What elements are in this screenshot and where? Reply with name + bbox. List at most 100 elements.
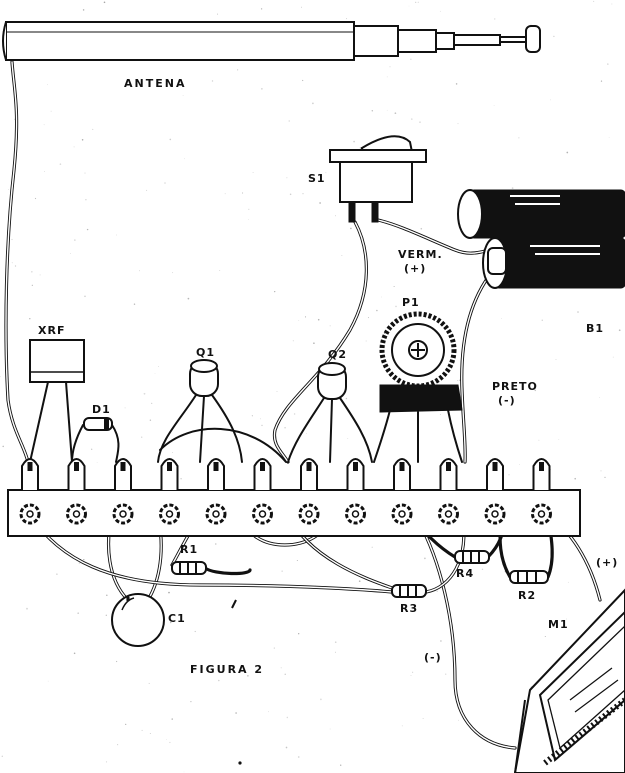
speckle-dot [389, 66, 391, 68]
speckle-dot [169, 138, 172, 141]
stray-mark [231, 599, 237, 609]
speckle-dot [334, 641, 337, 644]
speckle-dot [288, 120, 290, 122]
speckle-dot [494, 18, 496, 20]
speckle-dot [534, 389, 537, 392]
speckle-dot [261, 424, 263, 427]
speckle-dot [410, 675, 412, 677]
terminal-lug [300, 458, 318, 490]
speckle-dot [302, 79, 304, 82]
speckle-dot [171, 718, 173, 720]
speckle-dot [334, 215, 337, 217]
transistor-q1-label: Q1 [196, 346, 216, 359]
speckle-dot [381, 296, 382, 298]
speckle-dot [190, 700, 192, 703]
lug-slot [399, 462, 405, 471]
speckle-dot [31, 271, 33, 273]
speckle-dot [347, 438, 349, 439]
speckle-dot [116, 234, 117, 236]
speckle-dot [242, 192, 244, 194]
speckle-dot [211, 80, 214, 82]
figure-caption: FIGURA 2 [190, 663, 265, 676]
transistor-q1 [157, 359, 287, 463]
meter-m1 [513, 588, 625, 773]
resistor-r2-label: R2 [518, 589, 537, 602]
speckle-dot [422, 717, 424, 719]
speckle-dot [353, 140, 355, 143]
speckle-dot [293, 413, 296, 415]
speckle-dot [457, 123, 459, 125]
speckle-dot [567, 581, 569, 583]
speckle-dot [166, 739, 167, 740]
speckle-dot [251, 415, 253, 417]
speckle-dot [1, 755, 3, 757]
speckle-dot [577, 311, 579, 313]
terminal-lug [346, 458, 365, 490]
speckle-dot [600, 470, 602, 472]
speckle-dot [247, 675, 249, 677]
speckle-dot [334, 651, 336, 653]
eyelet-hole [72, 510, 81, 518]
speckle-dot [146, 189, 148, 191]
transistor-q2 [287, 362, 373, 463]
eyelet-hole [305, 510, 313, 518]
speckle-dot [359, 147, 362, 149]
speckle-dot [289, 193, 292, 196]
speckle-dot [367, 317, 369, 319]
speckle-dot [406, 301, 409, 304]
battery-red-sign: (+) [404, 262, 427, 275]
terminal-lug [21, 458, 39, 490]
speckle-dot [14, 265, 17, 267]
speckle-dot [455, 83, 458, 85]
speckle-dot [518, 464, 520, 465]
speckle-dot [70, 253, 71, 254]
resistor-r4-label: R4 [456, 567, 475, 580]
battery-black-label: PRETO [492, 380, 538, 393]
speckle-dot [412, 671, 414, 673]
speckle-dot [541, 319, 543, 321]
eyelet-hole [26, 510, 34, 518]
resistor-r4 [454, 550, 490, 564]
speckle-dot [317, 318, 320, 321]
speckle-dot [285, 746, 288, 749]
speckle-dot [329, 325, 331, 327]
speckle-dot [31, 284, 33, 286]
speckle-dot [43, 124, 45, 126]
lug-slot [539, 462, 544, 471]
speckle-dot [599, 397, 601, 399]
lug-slot [120, 462, 126, 471]
speckle-dot [395, 305, 397, 308]
speckle-dot [59, 163, 62, 165]
speckle-dot [274, 290, 276, 293]
speckle-dot [281, 570, 283, 572]
speckle-dot [273, 647, 275, 649]
speckle-dot [236, 69, 239, 71]
speckle-dot [2, 445, 4, 448]
resistor-r1 [171, 561, 207, 575]
speckle-dot [555, 358, 557, 361]
speckle-dot [78, 562, 81, 564]
speckle-dot [518, 137, 520, 139]
speckle-dot [340, 764, 342, 766]
speckle-dot [297, 756, 300, 758]
diode-d1 [83, 417, 113, 431]
lug-slot [492, 462, 498, 471]
capacitor-label: C1 [168, 612, 186, 625]
speckle-dot [183, 771, 185, 773]
speckle-dot [383, 332, 386, 335]
eyelet-hole [444, 510, 453, 518]
speckle-dot [346, 18, 348, 20]
speckle-dot [276, 391, 278, 392]
speckle-dot [566, 151, 569, 154]
speckle-dot [169, 741, 171, 744]
speckle-dot [530, 23, 532, 25]
speckle-dot [306, 433, 307, 434]
speckle-dot [493, 105, 495, 106]
speckle-dot [180, 478, 182, 480]
speckle-dot [280, 667, 282, 669]
speckle-dot [0, 376, 1, 378]
lug-slot [74, 462, 79, 471]
speckle-dot [115, 660, 118, 663]
eyelet-hole [212, 510, 220, 518]
